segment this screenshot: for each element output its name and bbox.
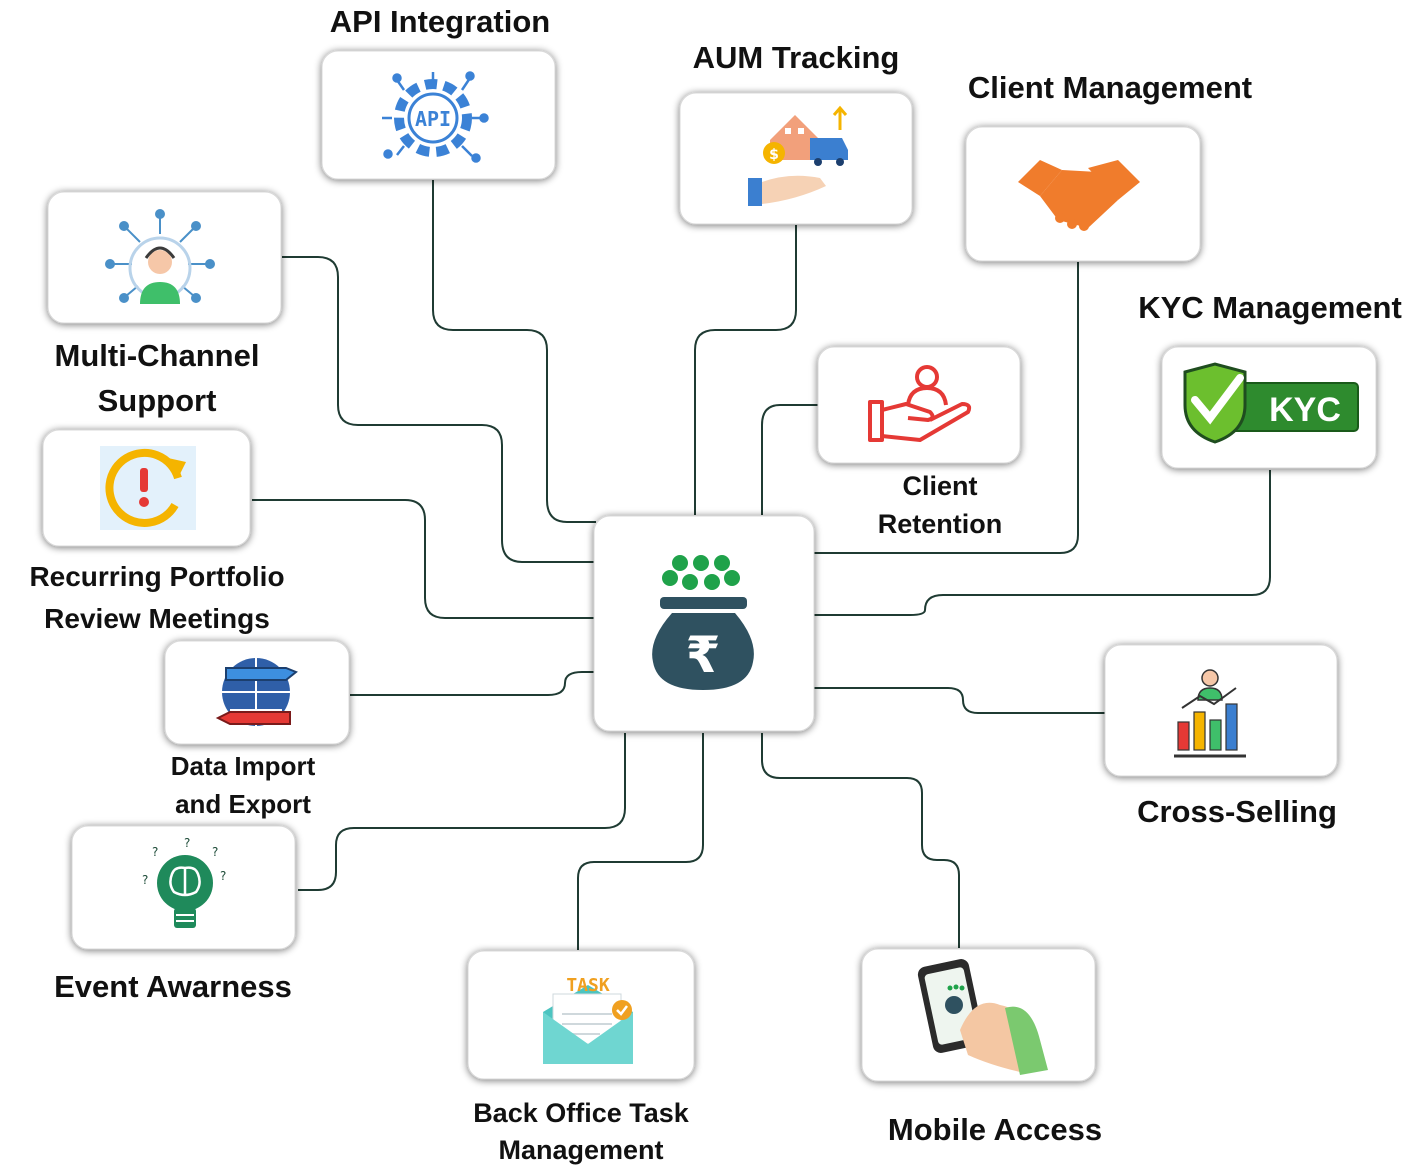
feature-kyc-management: KYC KYC Management (1138, 290, 1402, 469)
label-data-import-export-line1: Data Import (171, 751, 316, 781)
svg-text:?: ? (212, 845, 218, 859)
kyc-shield-icon (1183, 362, 1359, 444)
feature-aum-tracking: $ AUM Tracking (679, 40, 913, 225)
label-mobile-access: Mobile Access (888, 1112, 1102, 1147)
label-back-office-task-line1: Back Office Task (473, 1098, 690, 1128)
connectors (252, 180, 1271, 950)
handshake-icon (1018, 160, 1140, 231)
feature-cross-selling: Cross-Selling (1104, 644, 1338, 829)
feature-data-import-export: Data Import and Export (164, 640, 350, 819)
connector-aum-tracking (694, 225, 797, 515)
connector-recurring-review (252, 499, 596, 619)
label-aum-tracking: AUM Tracking (693, 40, 900, 75)
feature-client-management: Client Management (965, 70, 1252, 262)
kyc-icon-text: KYC (1269, 391, 1341, 429)
label-data-import-export-line2: and Export (175, 789, 311, 819)
connector-kyc-management (814, 470, 1271, 616)
lightbulb-brain-icon: ? ? ? ? ? (142, 836, 226, 928)
rupee-symbol: ₹ (686, 626, 721, 684)
feature-api-integration: API API Integration (321, 4, 556, 180)
center-hub: ₹ (593, 515, 815, 732)
assets-hand-icon: $ (748, 105, 848, 206)
feature-back-office-task: TASK Back Office Task Management (467, 950, 695, 1165)
rupee-money-pot-icon: ₹ (652, 555, 754, 690)
svg-text:?: ? (142, 873, 148, 887)
data-transfer-globe-icon (215, 658, 298, 726)
api-icon-text: API (415, 107, 451, 131)
phone-in-hand-icon (917, 959, 1048, 1075)
feature-client-retention: Client Retention (817, 346, 1021, 539)
label-api-integration: API Integration (330, 4, 550, 39)
label-recurring-review-line2: Review Meetings (44, 603, 270, 634)
connector-api-integration (432, 180, 596, 523)
growth-chart-person-icon (1174, 669, 1246, 758)
connector-client-management (814, 262, 1079, 554)
api-gear-icon (382, 71, 489, 163)
connector-cross-selling (814, 687, 1105, 714)
connector-data-import-export (350, 671, 596, 696)
label-event-awareness: Event Awarness (54, 969, 292, 1004)
feature-event-awareness: ? ? ? ? ? Event Awarness (54, 825, 296, 1004)
label-multi-channel-support-line1: Multi-Channel (55, 338, 260, 373)
task-envelope-icon (543, 985, 633, 1064)
label-multi-channel-support-line2: Support (98, 383, 217, 418)
label-back-office-task-line2: Management (498, 1135, 663, 1165)
feature-recurring-review: Recurring Portfolio Review Meetings (29, 429, 285, 634)
label-recurring-review-line1: Recurring Portfolio (29, 561, 284, 592)
connector-event-awareness (298, 733, 626, 891)
label-kyc-management: KYC Management (1138, 290, 1402, 325)
connector-client-retention (761, 404, 818, 515)
label-client-retention-line1: Client (902, 471, 977, 501)
label-client-retention-line2: Retention (878, 509, 1003, 539)
support-agent-network-icon (105, 209, 215, 304)
task-icon-text: TASK (566, 975, 610, 996)
feature-multi-channel-support: Multi-Channel Support (47, 191, 282, 418)
svg-text:?: ? (184, 836, 190, 850)
recurring-alert-icon (100, 446, 196, 530)
svg-text:?: ? (220, 869, 226, 883)
label-cross-selling: Cross-Selling (1137, 794, 1337, 829)
connector-back-office-task (577, 733, 704, 950)
connector-mobile-access (761, 733, 960, 948)
hand-person-icon (868, 365, 972, 442)
svg-text:?: ? (152, 845, 158, 859)
feature-mobile-access: Mobile Access (861, 948, 1102, 1147)
connector-multi-channel-support (282, 256, 596, 563)
label-client-management: Client Management (968, 70, 1252, 105)
svg-text:$: $ (769, 147, 779, 163)
